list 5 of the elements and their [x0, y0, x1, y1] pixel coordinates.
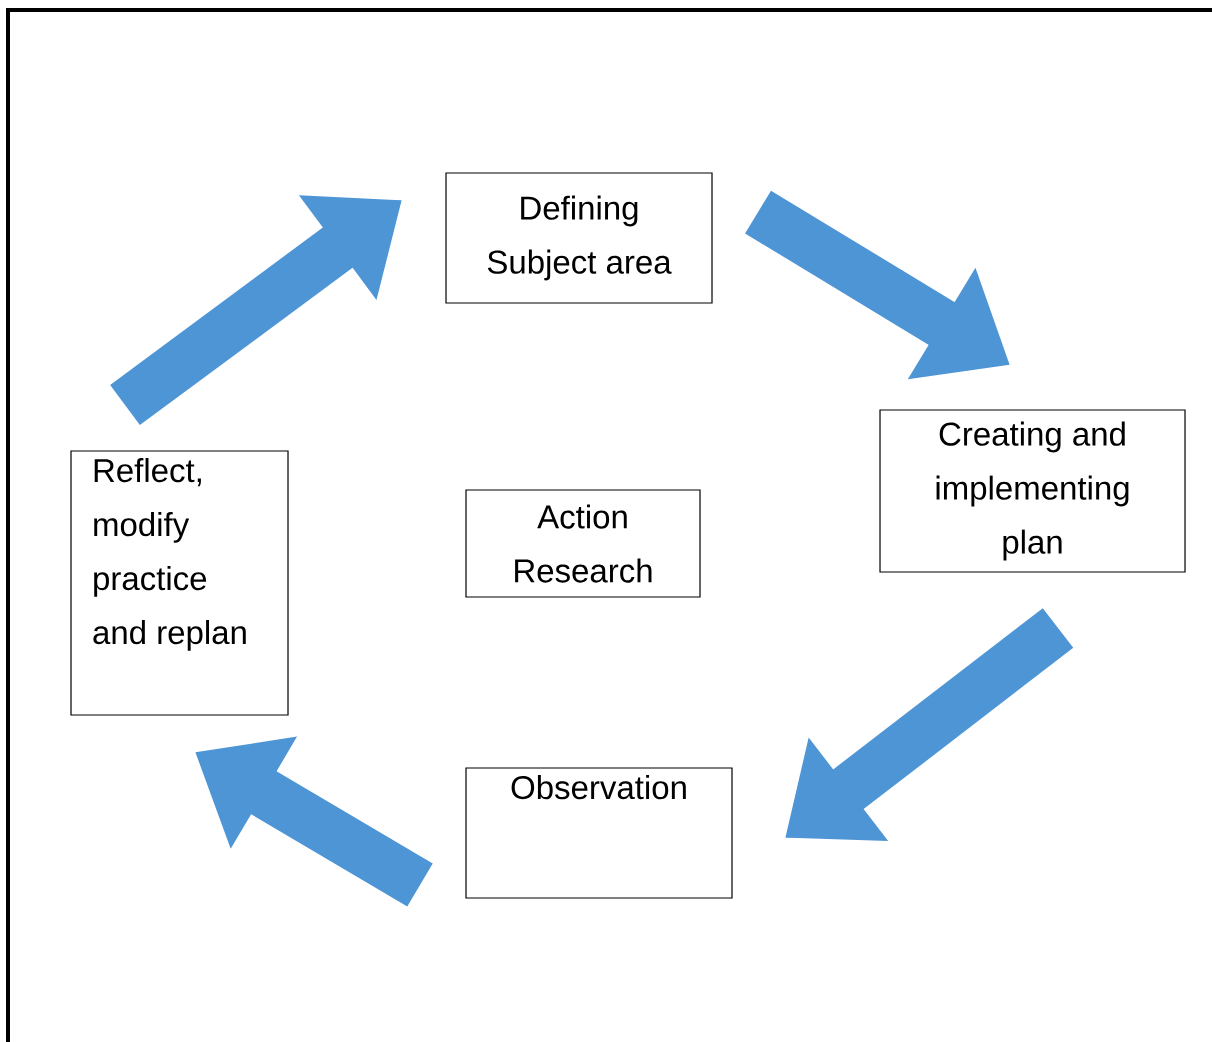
process-box: Defining Subject area — [445, 172, 713, 304]
process-box: Creating and implementing plan — [879, 409, 1186, 573]
process-box: Reflect, modify practice and replan — [70, 450, 289, 716]
process-box: Action Research — [465, 489, 701, 598]
process-box: Observation — [465, 767, 733, 899]
